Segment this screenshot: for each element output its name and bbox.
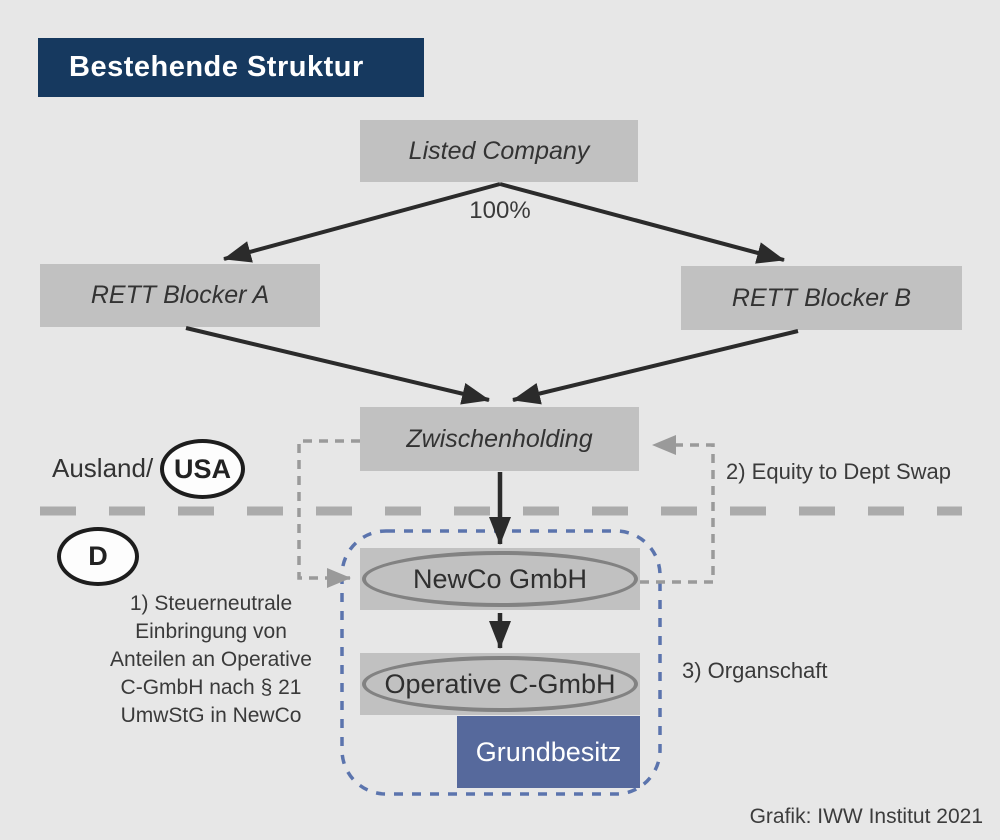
node-zwischenholding: Zwischenholding	[360, 407, 639, 471]
node-rett-blocker-a: RETT Blocker A	[40, 264, 320, 327]
region-germany-label: D	[88, 541, 108, 571]
node-listed-company: Listed Company	[360, 120, 638, 182]
region-usa-oval: USA	[160, 439, 245, 499]
node-operative-c-gmbh-label: Operative C-GmbH	[384, 668, 616, 699]
node-rett-blocker-a-label: RETT Blocker A	[90, 281, 270, 309]
step1-annotation: 1) Steuerneutrale Einbringung von Anteil…	[100, 590, 322, 730]
node-grundbesitz: Grundbesitz	[457, 716, 640, 788]
node-newco-gmbh: NewCo GmbH	[360, 548, 640, 610]
dashed-arrow-newco-to-zwischenholding	[640, 435, 715, 584]
region-germany-oval: D	[57, 527, 139, 586]
node-operative-c-gmbh: Operative C-GmbH	[360, 653, 640, 715]
node-rett-blocker-b: RETT Blocker B	[681, 266, 962, 330]
step1-line-2: Einbringung von	[135, 620, 287, 643]
graphic-credit: Grafik: IWW Institut 2021	[749, 805, 983, 828]
region-ausland-label: Ausland/	[52, 453, 154, 483]
step3-annotation: 3) Organschaft	[682, 658, 828, 683]
node-rett-blocker-b-label: RETT Blocker B	[731, 283, 912, 312]
step2-annotation: 2) Equity to Dept Swap	[726, 459, 952, 484]
node-listed-company-label: Listed Company	[408, 136, 590, 165]
step1-line-1: 1) Steuerneutrale	[129, 592, 293, 615]
node-zwischenholding-label: Zwischenholding	[406, 424, 593, 453]
region-usa-label: USA	[173, 453, 231, 484]
node-grundbesitz-label: Grundbesitz	[475, 736, 622, 767]
diagram-title-label: Bestehende Struktur	[69, 51, 364, 83]
step1-line-4: C-GmbH nach § 21	[120, 676, 302, 699]
arrow-rett-a-to-zwischenholding	[185, 326, 490, 405]
node-newco-gmbh-label: NewCo GmbH	[412, 563, 588, 594]
ownership-percentage-label: 100%	[469, 197, 531, 224]
step1-line-3: Anteilen an Operative	[110, 648, 312, 671]
dashed-arrow-zwischenholding-to-newco	[297, 439, 360, 588]
step1-line-5: UmwStG in NewCo	[120, 704, 302, 727]
arrow-rett-b-to-zwischenholding	[512, 329, 799, 405]
diagram-title: Bestehende Struktur	[38, 38, 424, 97]
